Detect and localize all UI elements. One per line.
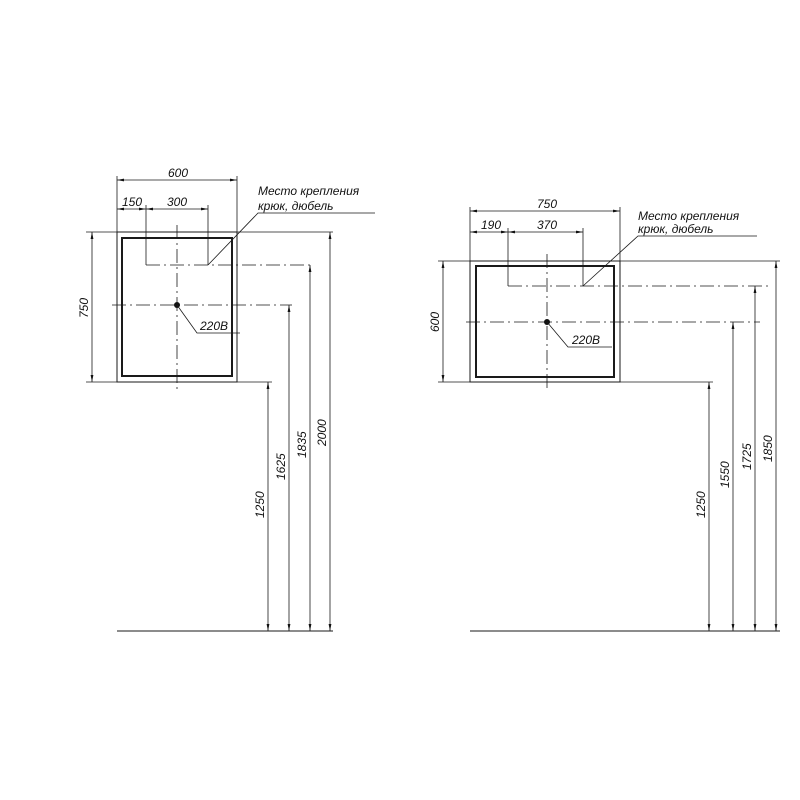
right-height-1550-label: 1550 bbox=[718, 461, 732, 488]
left-mount-label-line2: крюк, дюбель bbox=[258, 199, 333, 213]
left-height-1835-label: 1835 bbox=[295, 431, 309, 458]
right-mirror-outer-frame bbox=[469, 260, 621, 383]
right-height-1725-label: 1725 bbox=[740, 443, 754, 470]
right-mirror-drawing: 220В 750 190 370 Место крепления крюк, д… bbox=[428, 197, 780, 632]
left-height-2000-label: 2000 bbox=[315, 419, 329, 447]
right-mount-leader bbox=[582, 235, 757, 287]
left-power-label: 220В bbox=[199, 319, 228, 333]
right-mount-label-line2: крюк, дюбель bbox=[638, 222, 713, 236]
right-mount-label-line1: Место крепления bbox=[638, 209, 740, 223]
left-height-label: 750 bbox=[77, 298, 91, 318]
right-span-label: 370 bbox=[537, 218, 557, 232]
right-power-leader bbox=[546, 321, 612, 348]
left-height-1625-label: 1625 bbox=[274, 453, 288, 480]
left-offset-label: 150 bbox=[122, 195, 142, 209]
left-mount-leader bbox=[207, 212, 375, 266]
right-height-1250-label: 1250 bbox=[694, 491, 708, 518]
right-height-1850-label: 1850 bbox=[761, 435, 775, 462]
left-span-label: 300 bbox=[167, 195, 187, 209]
right-height-label: 600 bbox=[428, 312, 442, 332]
right-width-label: 750 bbox=[537, 197, 557, 211]
left-mirror-drawing: 220В 600 150 300 Место крепления крюк, д… bbox=[77, 166, 375, 632]
left-mount-label-line1: Место крепления bbox=[258, 184, 360, 198]
right-offset-label: 190 bbox=[481, 218, 501, 232]
left-power-leader bbox=[176, 304, 240, 334]
right-mirror-inner-frame bbox=[475, 265, 615, 378]
right-power-label: 220В bbox=[571, 333, 600, 347]
left-width-label: 600 bbox=[168, 166, 188, 180]
left-height-1250-label: 1250 bbox=[253, 491, 267, 518]
